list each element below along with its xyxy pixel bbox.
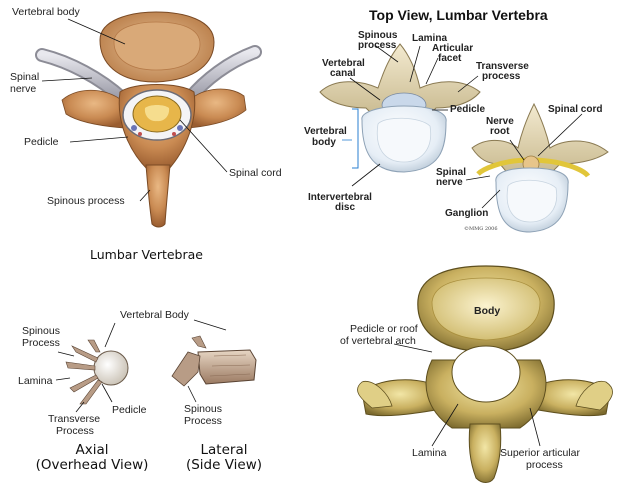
label-br-body: Body bbox=[474, 305, 501, 317]
label-bl-spinous-line1: Spinous bbox=[22, 325, 60, 337]
copyright-text: ©MMG 2006 bbox=[464, 226, 498, 232]
label-bl-vertebral-body: Vertebral Body bbox=[120, 309, 189, 321]
label-bl-lateral-spinous-line2: Process bbox=[184, 415, 222, 427]
label-pedicle: Pedicle bbox=[24, 136, 59, 148]
label-tr-transverse-line2: process bbox=[482, 71, 521, 82]
label-tr-transverse-line1: Transverse bbox=[476, 61, 529, 72]
label-tr-canal-line2: canal bbox=[330, 68, 356, 79]
label-spinal-nerve-line1: Spinal bbox=[10, 71, 40, 83]
label-bl-pedicle: Pedicle bbox=[112, 404, 147, 416]
label-br-pedicle-line1: Pedicle or roof bbox=[350, 323, 418, 335]
axial-view-drawing bbox=[55, 322, 129, 413]
label-bl-lamina: Lamina bbox=[18, 375, 53, 387]
label-vertebral-body: Vertebral body bbox=[12, 6, 80, 18]
label-tr-spinal-nerve-line2: nerve bbox=[436, 177, 463, 188]
lumbar-vertebra-drawing bbox=[35, 11, 262, 228]
caption-lateral: Lateral (Side View) bbox=[176, 443, 272, 473]
caption-lumbar-vertebrae: Lumbar Vertebrae bbox=[90, 247, 203, 262]
label-spinal-cord: Spinal cord bbox=[229, 167, 282, 179]
caption-lateral-line2: (Side View) bbox=[185, 457, 263, 473]
label-br-pedicle-line2: of vertebral arch bbox=[340, 335, 416, 347]
caption-axial-line2: (Overhead View) bbox=[35, 457, 149, 473]
label-bl-lateral-spinous-line1: Spinous bbox=[184, 403, 222, 415]
label-tr-body-line1: Vertebral bbox=[304, 126, 347, 137]
label-tr-ganglion: Ganglion bbox=[445, 208, 489, 219]
label-spinal-nerve-line2: nerve bbox=[10, 83, 37, 95]
label-bl-transverse-line1: Transverse bbox=[48, 413, 101, 425]
label-tr-articular-line2: facet bbox=[438, 53, 462, 64]
label-tr-spinous-line2: process bbox=[358, 40, 397, 51]
label-tr-nerve-root-line2: root bbox=[490, 126, 510, 137]
label-tr-lamina: Lamina bbox=[412, 33, 448, 44]
label-tr-spinous-line1: Spinous bbox=[358, 30, 398, 41]
label-tr-spinal-nerve-line1: Spinal bbox=[436, 167, 467, 178]
label-tr-pedicle: Pedicle bbox=[450, 104, 486, 115]
label-br-superior-line2: process bbox=[526, 459, 563, 471]
label-br-superior-line1: Superior articular bbox=[500, 447, 580, 459]
large-vertebra-drawing bbox=[357, 265, 613, 483]
label-bl-spinous-line2: Process bbox=[22, 337, 60, 349]
label-br-lamina: Lamina bbox=[412, 447, 447, 459]
caption-axial-line1: Axial bbox=[75, 442, 109, 458]
caption-axial: Axial (Overhead View) bbox=[32, 443, 152, 473]
label-tr-nerve-root-line1: Nerve bbox=[486, 116, 514, 127]
lateral-view-drawing bbox=[171, 319, 257, 403]
label-tr-canal-line1: Vertebral bbox=[322, 58, 365, 69]
label-tr-disc-line1: Intervertebral bbox=[308, 192, 372, 203]
title-top-view: Top View, Lumbar Vertebra bbox=[369, 7, 548, 23]
top-view-vertebra-drawing bbox=[319, 43, 609, 233]
label-tr-spinal-cord: Spinal cord bbox=[548, 104, 603, 115]
label-tr-disc-line2: disc bbox=[335, 202, 356, 213]
label-tr-articular-line1: Articular bbox=[432, 43, 474, 54]
label-bl-transverse-line2: Process bbox=[56, 425, 94, 437]
label-spinous-process: Spinous process bbox=[47, 195, 125, 207]
label-tr-body-line2: body bbox=[312, 137, 336, 148]
caption-lateral-line1: Lateral bbox=[200, 442, 248, 458]
